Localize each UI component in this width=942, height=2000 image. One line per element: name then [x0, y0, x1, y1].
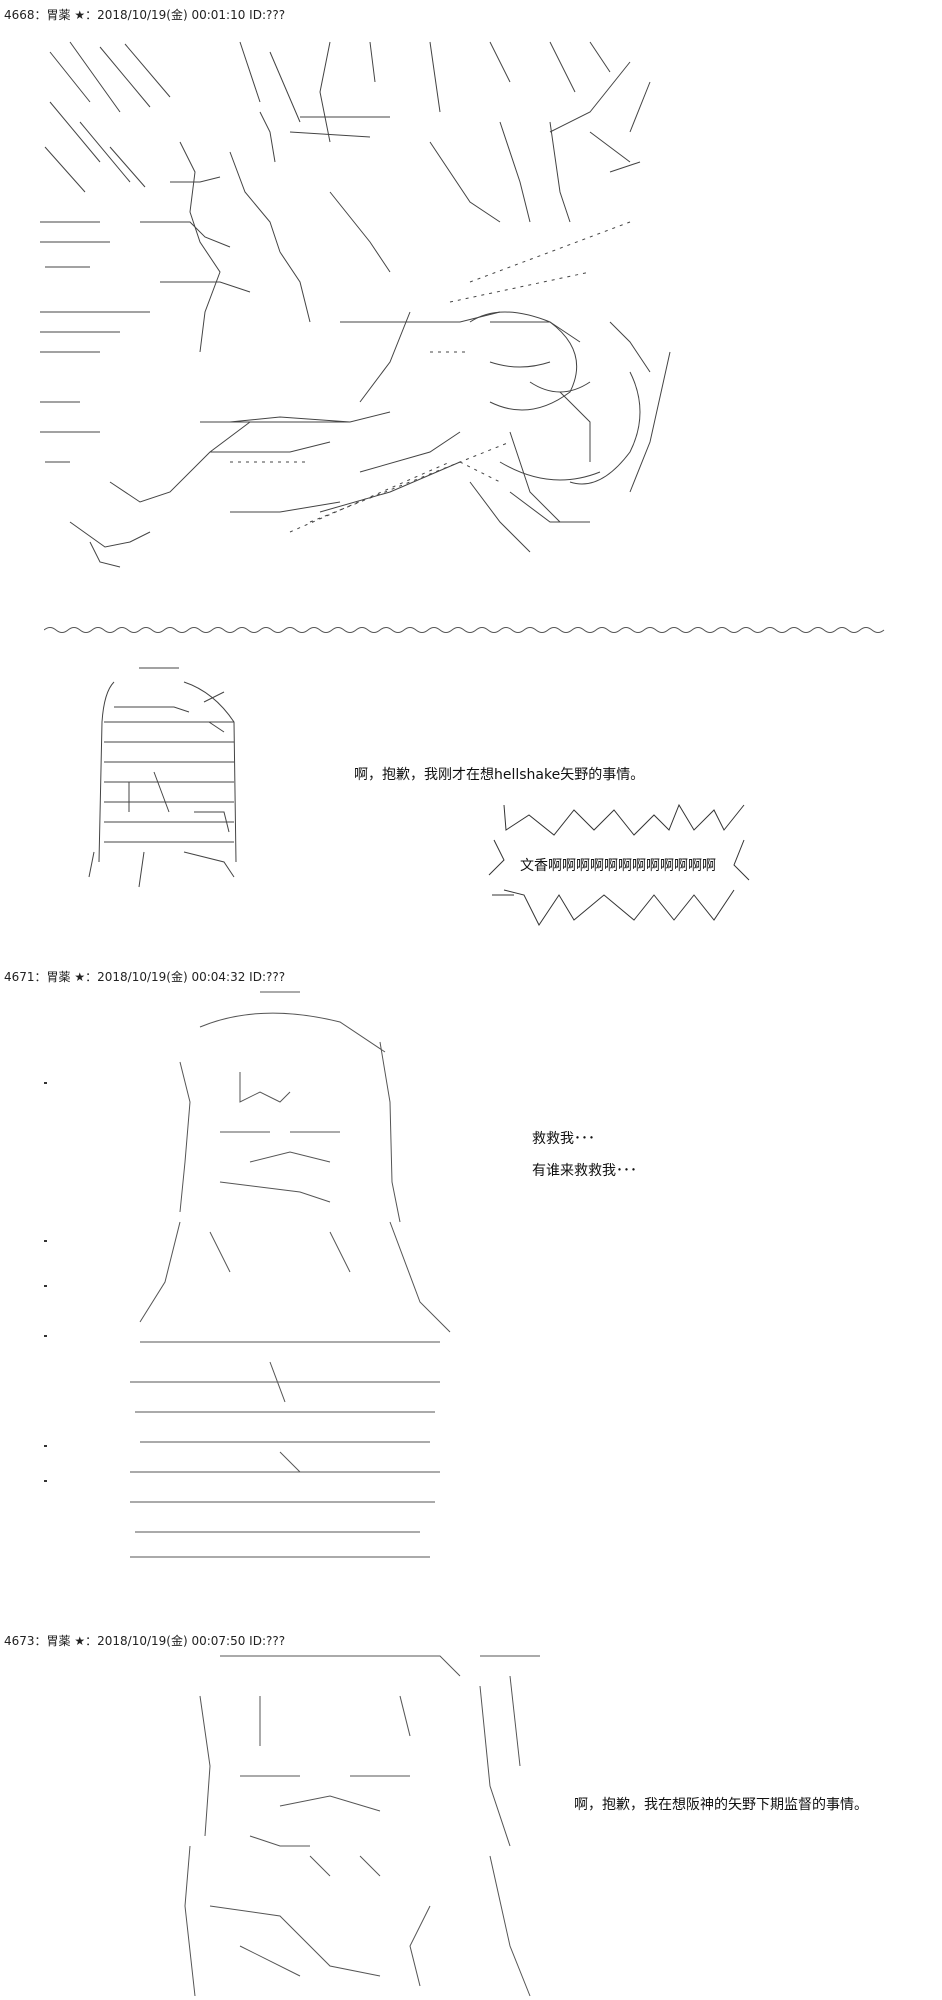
shout-text: 文香啊啊啊啊啊啊啊啊啊啊啊啊 [520, 858, 716, 874]
margin-dot [44, 1285, 47, 1287]
dialogue-line: 啊，抱歉，我在想阪神的矢野下期监督的事情。 [574, 1797, 868, 1813]
ascii-art-girl-hiding [120, 982, 460, 1562]
dialogue-line: 啊，抱歉，我刚才在想hellshake矢野的事情。 [354, 767, 645, 783]
post-header-4671: 4671：胃薬 ★：2018/10/19(金) 00:04:32 ID:??? [4, 970, 286, 984]
speed-lines [40, 41, 301, 463]
margin-dot [44, 1480, 47, 1482]
margin-dot [44, 1445, 47, 1447]
post-header-4668: 4668：胃薬 ★：2018/10/19(金) 00:01:10 ID:??? [4, 8, 286, 22]
fist [469, 311, 671, 523]
ascii-art-small-character [84, 662, 244, 892]
margin-dot [44, 1240, 47, 1242]
margin-dot [44, 1082, 47, 1084]
dialogue-line: 救救我･･･ [532, 1131, 595, 1147]
margin-dot [44, 1335, 47, 1337]
dialogue-line: 有谁来救救我･･･ [532, 1163, 637, 1179]
shout-burst [484, 800, 754, 930]
ascii-art-girl-apology [180, 1646, 560, 2000]
wavy-divider [43, 622, 896, 636]
post-header-4673: 4673：胃薬 ★：2018/10/19(金) 00:07:50 ID:??? [4, 1634, 286, 1648]
figure-left [69, 111, 350, 568]
ascii-art-fight-scene [30, 22, 790, 622]
motion-dots [230, 221, 631, 533]
figure-right [229, 41, 651, 553]
